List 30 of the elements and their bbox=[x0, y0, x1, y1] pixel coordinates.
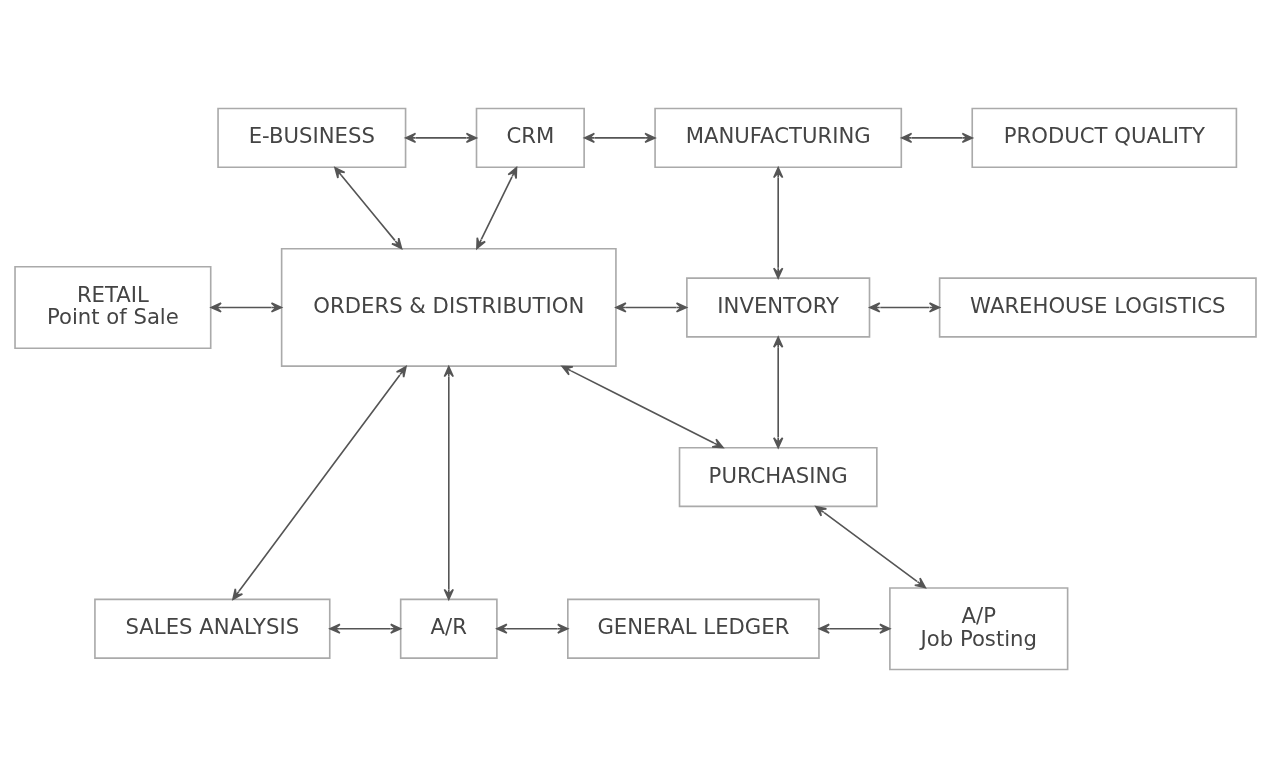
node-box: SALES ANALYSIS bbox=[94, 598, 331, 659]
arrow bbox=[561, 365, 724, 448]
node-box: GENERAL LEDGER bbox=[567, 598, 820, 659]
arrow bbox=[615, 301, 688, 313]
arrow bbox=[818, 623, 891, 634]
arrow bbox=[334, 166, 403, 249]
arrow bbox=[815, 505, 927, 588]
arrow bbox=[210, 301, 283, 313]
arrow bbox=[900, 132, 973, 143]
node-box: A/P Job Posting bbox=[889, 586, 1069, 670]
arrow bbox=[404, 132, 478, 143]
arrow bbox=[772, 336, 784, 448]
node-box: A/R bbox=[399, 598, 498, 659]
node-box: PRODUCT QUALITY bbox=[971, 107, 1238, 168]
arrow bbox=[329, 623, 402, 634]
node-box: RETAIL Point of Sale bbox=[14, 265, 212, 349]
arrow bbox=[232, 365, 407, 600]
node-box: ORDERS & DISTRIBUTION bbox=[280, 247, 617, 367]
arrow bbox=[476, 166, 518, 249]
arrow bbox=[443, 365, 454, 600]
node-box: WAREHOUSE LOGISTICS bbox=[938, 276, 1257, 338]
arrow bbox=[772, 166, 784, 279]
arrow bbox=[869, 301, 941, 313]
node-box: MANUFACTURING bbox=[654, 107, 903, 168]
arrow bbox=[496, 623, 569, 634]
arrow bbox=[583, 132, 656, 143]
node-box: PURCHASING bbox=[678, 446, 878, 507]
node-box: CRM bbox=[475, 107, 585, 168]
node-box: INVENTORY bbox=[686, 276, 871, 338]
node-box: E-BUSINESS bbox=[217, 107, 407, 168]
